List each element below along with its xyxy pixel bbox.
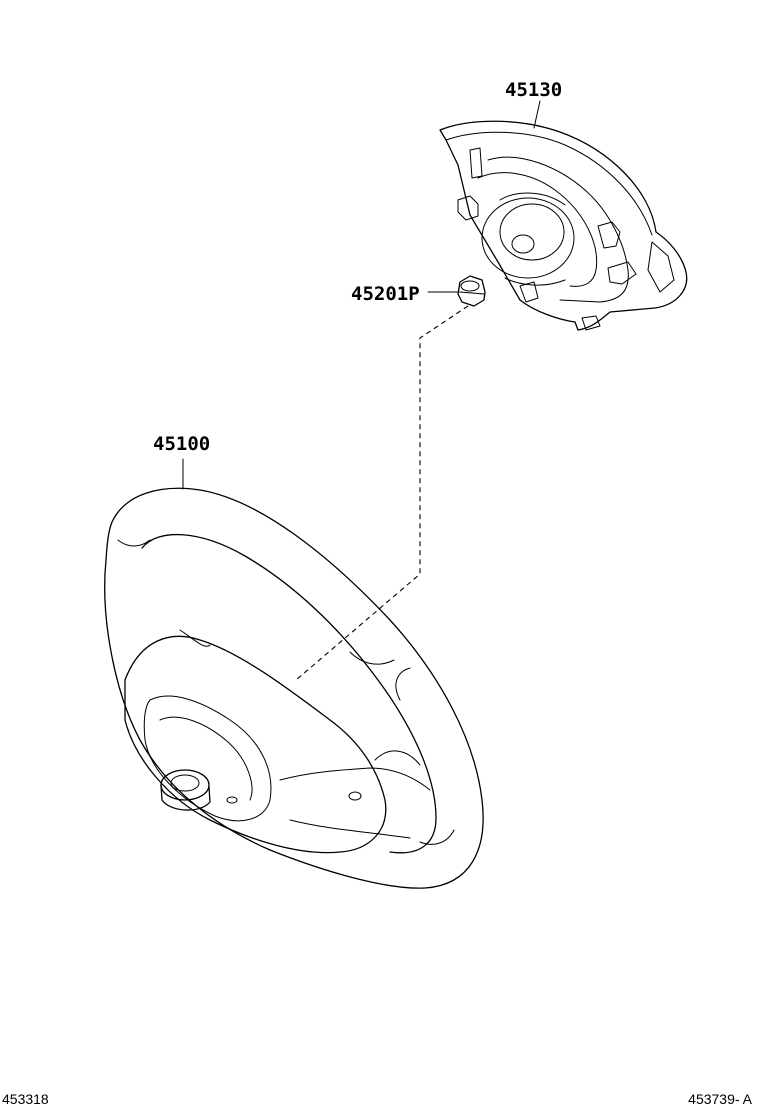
horn-pad-illustration [439,120,688,331]
footer-right-code: 453739- A [688,1091,752,1107]
footer-left-code: 453318 [2,1091,49,1107]
part-number-steering-wheel: 45100 [153,433,210,455]
part-number-nut: 45201P [351,283,420,305]
horn-pad-leader [533,100,541,129]
assembly-dashed-line [295,305,469,681]
part-number-horn-pad: 45130 [505,79,562,101]
nut-illustration [457,275,486,307]
steering-wheel-illustration [104,487,484,889]
